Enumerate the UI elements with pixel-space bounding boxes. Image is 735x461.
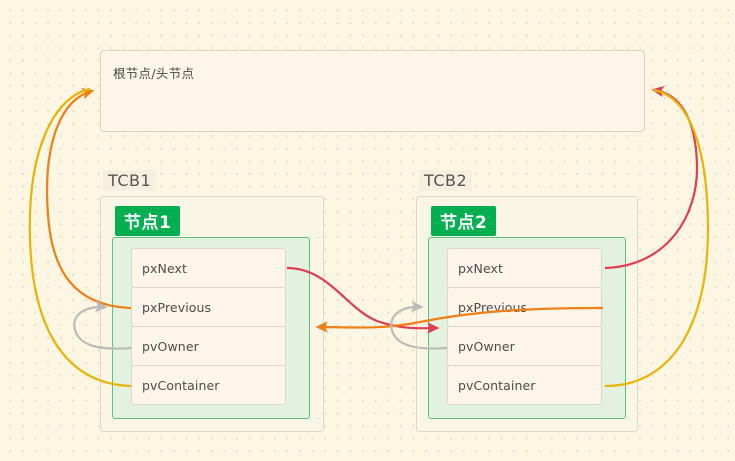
tcb1-field-pxprevious: pxPrevious: [131, 287, 286, 327]
root-node-box: 根节点/头节点: [100, 50, 645, 132]
tcb2-field-pvowner: pvOwner: [447, 326, 602, 366]
tcb2-field-list: pxNext pxPrevious pvOwner pvContainer: [447, 248, 602, 408]
tcb1-title: TCB1: [103, 170, 157, 191]
tcb1-field-pvowner: pvOwner: [131, 326, 286, 366]
tcb1-field-list: pxNext pxPrevious pvOwner pvContainer: [131, 248, 286, 408]
tcb2-node-badge: 节点2: [431, 206, 497, 236]
tcb2-title: TCB2: [419, 170, 473, 191]
tcb2-field-pxprevious: pxPrevious: [447, 287, 602, 327]
tcb2-field-pxnext: pxNext: [447, 248, 602, 288]
tcb1-field-pvcontainer: pvContainer: [131, 365, 286, 405]
tcb2-field-pvcontainer: pvContainer: [447, 365, 602, 405]
tcb1-field-pxnext: pxNext: [131, 248, 286, 288]
tcb1-node-badge: 节点1: [115, 206, 181, 236]
root-node-label: 根节点/头节点: [113, 66, 195, 81]
